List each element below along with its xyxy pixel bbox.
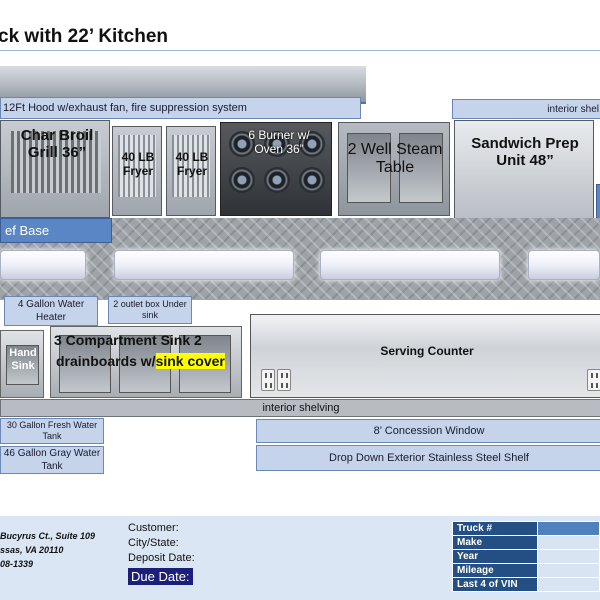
fryer-2: 40 LB Fryer	[166, 126, 216, 216]
comp-sink-label-line2: drainboards w/sink cover	[56, 353, 225, 369]
table-row: Last 4 of VIN	[452, 577, 600, 592]
ceiling-light-icon	[114, 250, 294, 280]
serving-counter: Serving Counter	[250, 314, 600, 398]
title-divider	[0, 50, 600, 51]
fryer-1-label: 40 LB Fryer	[121, 150, 155, 178]
address-line-1: Bucyrus Ct., Suite 109	[0, 531, 96, 541]
range-label: 6 Burner w/ Oven 36”	[248, 128, 310, 156]
table-cell-label: Mileage	[452, 563, 538, 578]
burner-icon	[299, 167, 325, 193]
burner-icon	[299, 131, 325, 157]
deposit-date-field-label: Deposit Date:	[128, 552, 195, 564]
comp-sink-label-line2a: drainboards w/	[56, 353, 156, 369]
gray-water-tank-label: 46 Gallon Gray Water Tank	[0, 446, 104, 474]
chef-base-label: ef Base	[0, 218, 112, 243]
basin-icon	[6, 345, 39, 385]
comp-sink-label-line1: 3 Compartment Sink 2	[54, 332, 202, 348]
vehicle-info-table: Truck # Make Year Mileage Last 4 of VIN	[452, 521, 600, 592]
basin-icon	[59, 335, 111, 393]
table-row: Truck #	[452, 521, 600, 536]
customer-field-label: Customer:	[128, 522, 179, 534]
outlet-icon	[277, 369, 291, 391]
grill-label: Char Broil Grill 36”	[20, 127, 94, 162]
six-burner-range: 6 Burner w/ Oven 36”	[220, 122, 332, 216]
table-cell-value[interactable]	[537, 521, 600, 536]
table-cell-label: Truck #	[452, 521, 538, 536]
outlet-box-label: 2 outlet box Under sink	[108, 296, 192, 324]
table-cell-label: Make	[452, 535, 538, 550]
fryer-basket-icon	[172, 135, 210, 197]
serving-counter-label: Serving Counter	[380, 344, 474, 358]
table-cell-label: Year	[452, 549, 538, 564]
due-date-field-label: Due Date:	[128, 568, 193, 585]
page-title: ck with 22’ Kitchen	[0, 26, 168, 47]
sink-cover-highlight: sink cover	[155, 353, 225, 369]
steam-table: 2 Well Steam Table	[338, 122, 450, 216]
steam-table-label: 2 Well Steam Table	[347, 141, 443, 177]
water-heater-label: 4 Gallon Water Heater	[4, 296, 98, 326]
city-state-field-label: City/State:	[128, 537, 179, 549]
burner-icon	[229, 131, 255, 157]
table-cell-value[interactable]	[537, 563, 600, 578]
fryer-1: 40 LB Fryer	[112, 126, 162, 216]
steam-well-icon	[399, 133, 443, 203]
steam-well-icon	[347, 133, 391, 203]
prep-unit-label: Sandwich Prep Unit 48”	[471, 135, 579, 170]
char-broil-grill: Char Broil Grill 36”	[0, 120, 110, 218]
hand-sink: Hand Sink	[0, 330, 44, 398]
table-cell-label: Last 4 of VIN	[452, 577, 538, 592]
interior-shelf-top-label: interior shel	[452, 99, 600, 119]
fryer-2-label: 40 LB Fryer	[175, 150, 209, 178]
table-row: Mileage	[452, 563, 600, 578]
burner-icon	[264, 167, 290, 193]
burner-icon	[229, 167, 255, 193]
fresh-water-tank-label: 30 Gallon Fresh Water Tank	[0, 418, 104, 444]
drop-down-shelf-label: Drop Down Exterior Stainless Steel Shelf	[256, 445, 600, 471]
ceiling-light-icon	[528, 250, 600, 280]
interior-shelving-label: interior shelving	[0, 399, 600, 417]
prep-side-tab	[596, 184, 600, 222]
sandwich-prep-unit: Sandwich Prep Unit 48”	[454, 120, 594, 220]
hand-sink-label: Hand Sink	[9, 347, 37, 372]
address-line-3: 08-1339	[0, 559, 34, 569]
address-line-2: ssas, VA 20110	[0, 545, 64, 555]
ceiling-light-icon	[0, 250, 86, 280]
outlet-icon	[587, 369, 600, 391]
fryer-basket-icon	[118, 135, 156, 197]
grill-grate-icon	[11, 131, 101, 193]
table-cell-value[interactable]	[537, 577, 600, 592]
address-block: Bucyrus Ct., Suite 109 ssas, VA 20110 08…	[0, 529, 95, 571]
hood-label: 12Ft Hood w/exhaust fan, fire suppressio…	[0, 97, 361, 119]
table-cell-value[interactable]	[537, 535, 600, 550]
concession-window-label: 8’ Concession Window	[256, 419, 600, 443]
table-row: Year	[452, 549, 600, 564]
table-row: Make	[452, 535, 600, 550]
outlet-icon	[261, 369, 275, 391]
burner-icon	[264, 131, 290, 157]
table-cell-value[interactable]	[537, 549, 600, 564]
ceiling-light-icon	[320, 250, 500, 280]
